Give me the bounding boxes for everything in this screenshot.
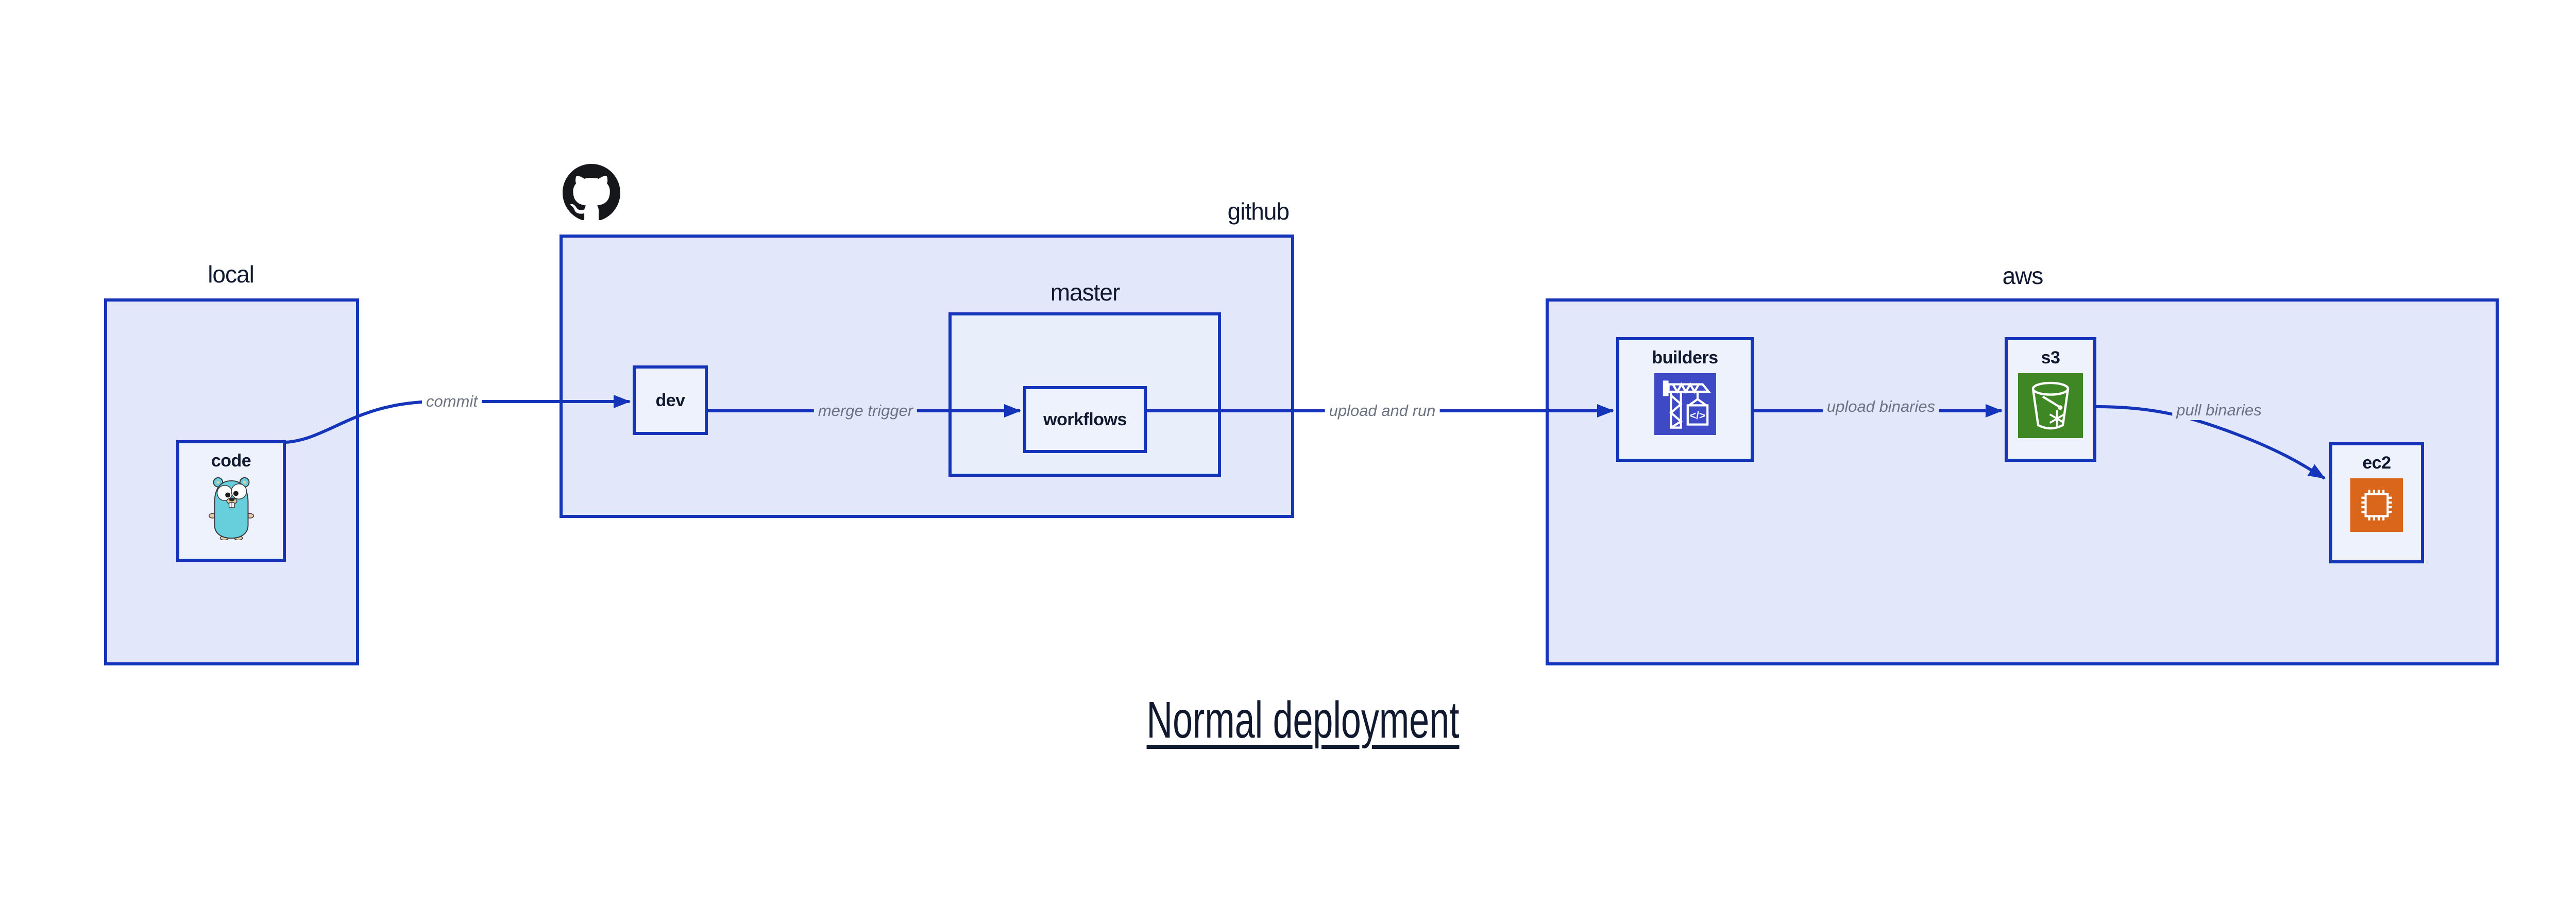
diagram-title: Normal deployment (1146, 691, 1460, 749)
master-group-label: master (1050, 279, 1121, 306)
node-workflows: workflows (1023, 386, 1147, 453)
node-code: code (176, 440, 286, 562)
aws-ec2-chip-icon (2350, 478, 2403, 532)
node-code-label: code (211, 451, 251, 471)
octocat-icon (563, 164, 620, 222)
node-builders-label: builders (1652, 348, 1718, 368)
node-workflows-label: workflows (1043, 410, 1127, 429)
node-ec2-label: ec2 (2362, 453, 2391, 473)
edge-label-upload-binaries: upload binaries (1822, 397, 1940, 416)
aws-codebuild-icon: </> (1654, 373, 1716, 435)
aws-s3-glacier-bucket-icon (2018, 373, 2083, 438)
node-dev-label: dev (655, 390, 685, 410)
node-s3: s3 (2005, 337, 2096, 462)
edge-label-merge-trigger: merge trigger (814, 401, 918, 421)
local-group-label: local (208, 261, 255, 288)
svg-text:</>: </> (1690, 410, 1705, 422)
node-builders: builders </> (1616, 337, 1754, 462)
aws-group-label: aws (2002, 262, 2044, 289)
node-ec2: ec2 (2329, 442, 2424, 563)
node-dev: dev (633, 365, 708, 435)
node-s3-label: s3 (2041, 348, 2060, 368)
edge-label-pull-binaries: pull binaries (2172, 400, 2266, 420)
github-group-label: github (1227, 198, 1290, 225)
edge-label-commit: commit (422, 392, 482, 411)
go-gopher-icon (208, 477, 254, 540)
edge-label-upload-and-run: upload and run (1325, 401, 1440, 421)
